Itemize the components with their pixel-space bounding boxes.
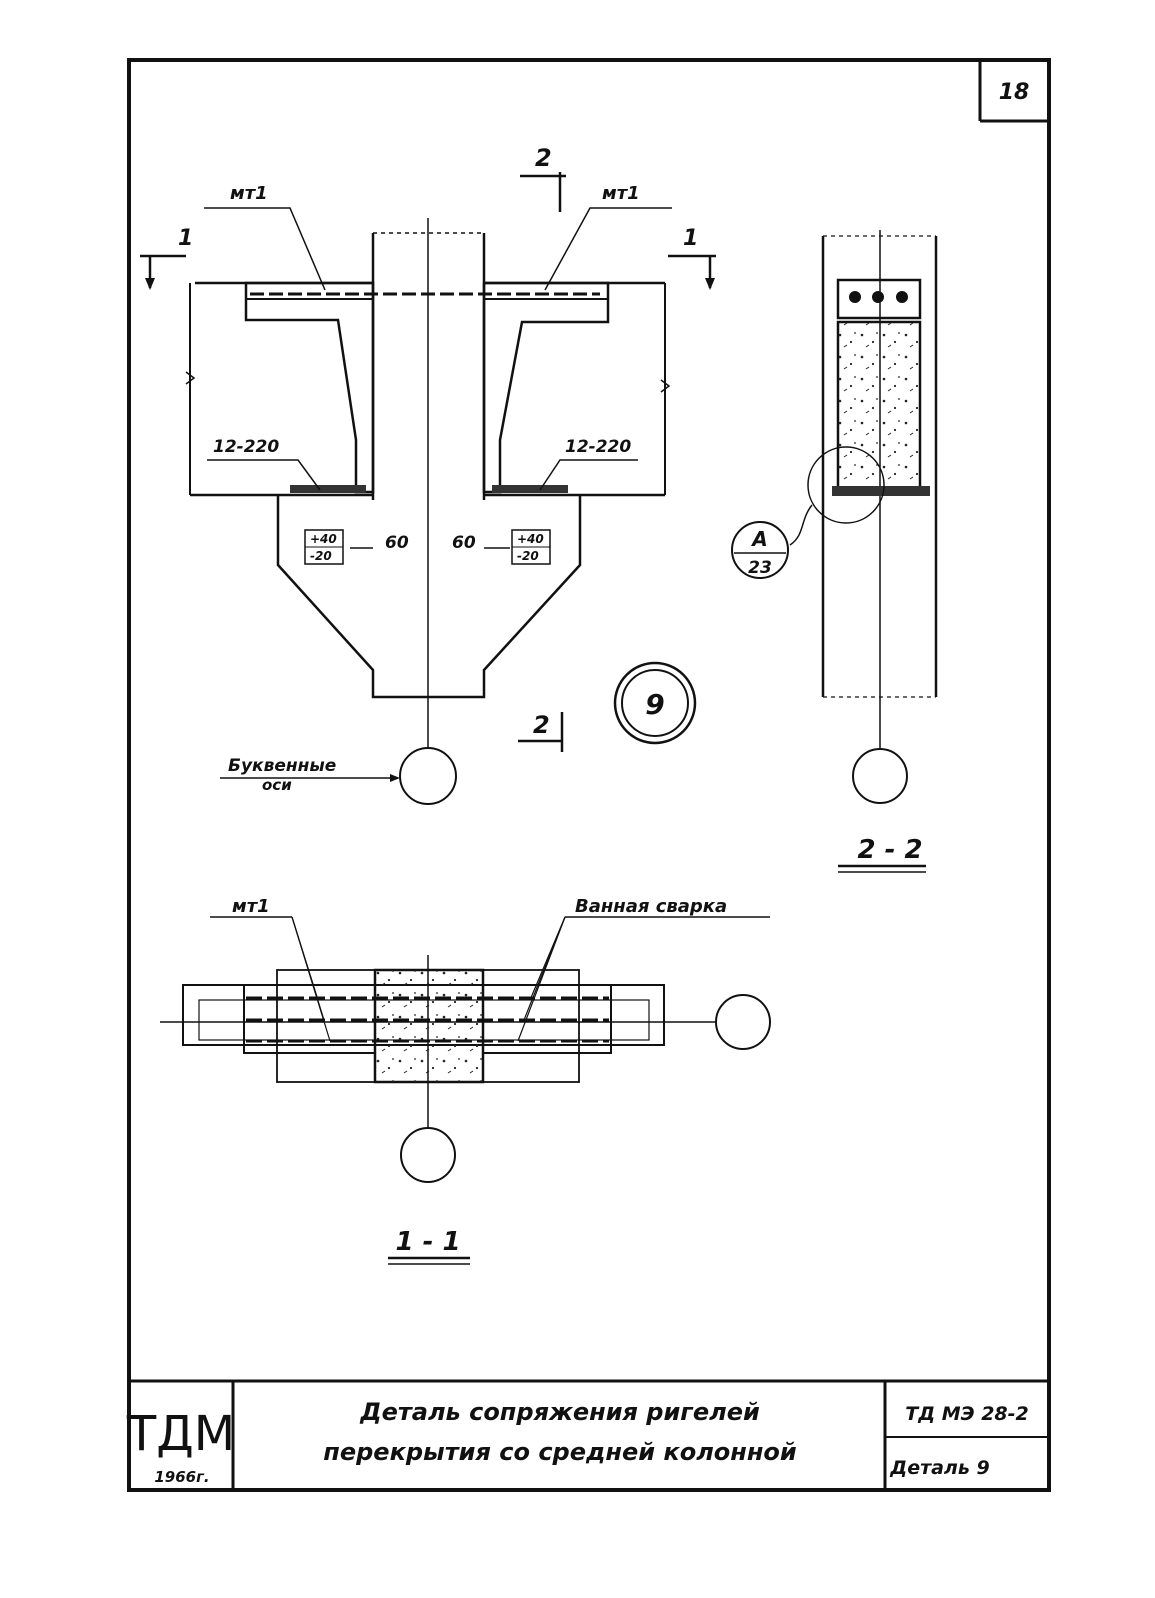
page-number: 18 — [999, 80, 1030, 105]
dim-60-right: 60 — [452, 533, 476, 553]
elev-right-bottom: -20 — [517, 549, 539, 563]
section-1-label-right: 1 — [683, 226, 698, 251]
callout-bottom: 23 — [748, 558, 772, 578]
sheet-year: 1966г. — [154, 1468, 209, 1486]
elev-left-top: +40 — [310, 532, 337, 546]
sheet-title-line2: перекрытия со средней колонной — [323, 1438, 797, 1466]
elevation-mark-left: +40 -20 — [304, 529, 344, 565]
detail-number: 9 — [645, 688, 664, 721]
org-logo: ТДМ — [126, 1406, 235, 1462]
section-2-label-top: 2 — [535, 144, 552, 172]
page-number-box: 18 — [978, 60, 1049, 123]
elev-right-top: +40 — [517, 532, 544, 546]
section-1-label-left: 1 — [178, 226, 193, 251]
bar-label-right: 12-220 — [565, 437, 631, 457]
detail-callout-A: А 23 — [731, 521, 789, 579]
axis-bubble-1-1-bottom — [400, 1127, 456, 1183]
section-1-left-mark: 1 — [140, 226, 193, 290]
section-1-1-embedded-label: мт1 — [232, 896, 270, 917]
embedded-part-label-right: мт1 — [602, 183, 640, 204]
axes-label-line1: Буквенные — [228, 756, 336, 776]
callout-top: А — [750, 527, 767, 551]
sheet-frame — [127, 58, 1051, 1492]
dim-60-left: 60 — [385, 533, 409, 553]
axes-label-line2: оси — [262, 776, 292, 794]
section-2-top-mark: 2 — [520, 144, 566, 212]
section-1-1-title: 1 - 1 — [395, 1227, 460, 1257]
elevation-view: 1 1 2 2 мт1 мт1 12-220 12-220 — [140, 144, 716, 805]
series-code: ТД МЭ 28-2 — [905, 1403, 1029, 1425]
elev-left-bottom: -20 — [310, 549, 332, 563]
sheet-title-line1: Деталь сопряжения ригелей — [359, 1398, 760, 1426]
section-2-2-title: 2 - 2 — [857, 835, 922, 865]
section-1-1-weld-label: Ванная сварка — [575, 896, 727, 917]
section-1-right-mark: 1 — [668, 226, 716, 290]
section-2-bottom-mark: 2 — [518, 711, 564, 752]
detail-number-mark: 9 — [613, 661, 697, 745]
section-1-1-view: мт1 Ванная сварка 1 - 1 — [160, 896, 771, 1265]
section-2-2-view: А 23 2 - 2 — [731, 230, 938, 873]
bar-label-left: 12-220 — [213, 437, 279, 457]
axis-bubble-2-2 — [852, 748, 908, 804]
axis-bubble-1-1-right — [715, 994, 771, 1050]
axis-bubble — [399, 747, 457, 805]
detail-label: Деталь 9 — [889, 1457, 989, 1479]
title-block: ТДМ 1966г. Деталь сопряжения ригелей пер… — [126, 1379, 1049, 1490]
section-2-label-bottom: 2 — [533, 711, 550, 739]
elevation-mark-right: +40 -20 — [511, 529, 551, 565]
embedded-part-label-left: мт1 — [230, 183, 268, 204]
